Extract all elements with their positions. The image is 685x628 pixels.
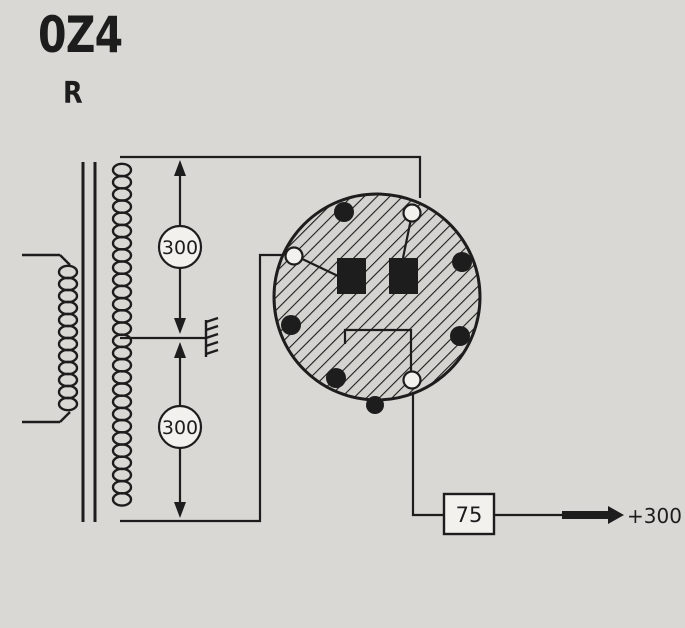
coil-turn <box>111 272 133 288</box>
coil-turn <box>111 443 133 458</box>
coil-turn <box>111 308 133 324</box>
coil-turn <box>111 418 133 434</box>
anode-pin-top <box>402 203 422 223</box>
cathode-pin <box>402 370 422 390</box>
coil-turn <box>111 333 133 349</box>
coil-turn <box>111 223 133 239</box>
pin <box>281 315 301 335</box>
resistor-value-label: 75 <box>456 503 483 527</box>
resistor: 75 <box>442 492 496 536</box>
coil-turn <box>57 288 79 304</box>
anode-plate-left <box>337 258 366 294</box>
coil-turn <box>57 264 79 280</box>
pin <box>450 326 470 346</box>
voltage-marker-upper: 300 <box>157 224 203 270</box>
coil-turn <box>57 276 79 292</box>
anode-pin-left <box>284 246 304 266</box>
coil-turn <box>111 345 133 361</box>
coil-turn <box>111 174 133 190</box>
voltage-upper-label: 300 <box>162 237 198 259</box>
tube-base <box>272 192 482 414</box>
coil-turn <box>111 296 133 312</box>
output-arrow <box>562 506 624 524</box>
coil-turn <box>57 336 79 352</box>
coil-turn <box>111 394 133 410</box>
coil-turn <box>111 357 133 373</box>
coil-turn <box>111 430 133 446</box>
coil-turn <box>57 384 79 400</box>
coil-turn <box>111 491 133 507</box>
coil-turn <box>111 199 133 215</box>
coil-turn <box>57 396 79 412</box>
coil-turn <box>111 260 133 275</box>
coil-turn <box>111 235 133 251</box>
coil-turn <box>111 467 133 483</box>
pin <box>326 368 346 388</box>
coil-turn <box>111 479 133 495</box>
coil-turn <box>57 348 79 364</box>
coil-turn <box>111 382 133 397</box>
anode-plate-right <box>389 258 418 294</box>
coil-turn <box>111 186 133 202</box>
coil-turn <box>111 162 133 178</box>
coil-turn <box>57 324 79 340</box>
transformer-core <box>81 162 97 522</box>
ground-symbol <box>204 316 219 357</box>
coil-turn <box>111 369 133 385</box>
voltage-lower-label: 300 <box>162 417 198 439</box>
coil-turn <box>57 312 79 328</box>
secondary-winding <box>111 162 133 507</box>
coil-turn <box>57 360 79 376</box>
tube-subtitle: R <box>63 76 83 111</box>
tube-type-title: 0Z4 <box>38 6 123 64</box>
coil-turn <box>111 321 133 336</box>
coil-turn <box>111 247 133 263</box>
coil-turn <box>57 300 79 316</box>
wiring <box>120 155 565 523</box>
coil-turn <box>111 284 133 300</box>
pin <box>334 202 354 222</box>
output-voltage-label: +300 <box>627 504 682 528</box>
coil-turn <box>111 211 133 227</box>
primary-winding <box>22 253 79 424</box>
voltage-marker-lower: 300 <box>157 404 203 450</box>
coil-turn <box>111 406 133 422</box>
coil-turn <box>57 372 79 388</box>
pin <box>452 252 472 272</box>
coil-turn <box>111 455 133 471</box>
base-key <box>366 396 384 414</box>
